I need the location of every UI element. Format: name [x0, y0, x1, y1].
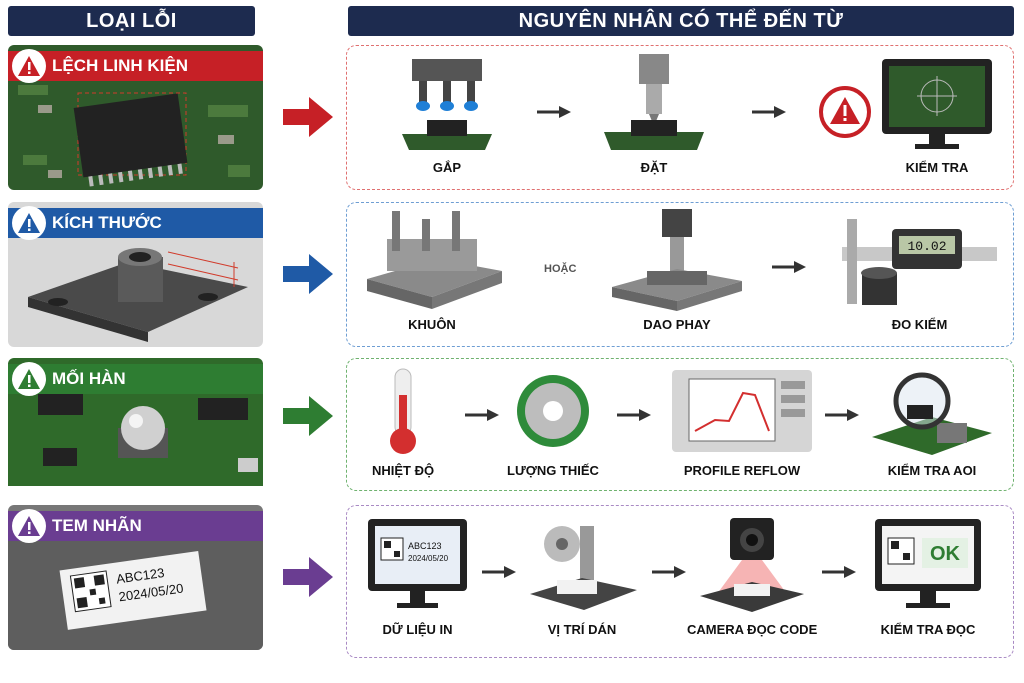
step-label: ĐO KIỂM	[891, 317, 948, 332]
step-label: KIỂM TRA ĐỌC	[880, 622, 976, 637]
step-label: PROFILE REFLOW	[683, 463, 801, 478]
step-label: KIỂM TRA	[905, 160, 969, 175]
cause-box-dimension: KHUÔN HOẶC DAO PHAY 10.02 ĐO KIỂM	[346, 202, 1014, 347]
causes-header: NGUYÊN NHÂN CÓ THỂ ĐẾN TỪ	[348, 6, 1014, 36]
defect-panel-dimension: KÍCH THƯỚC	[8, 202, 263, 347]
or-text: HOẶC	[544, 263, 577, 275]
arrow-right-icon	[482, 566, 516, 578]
step-label: NHIỆT ĐỘ	[372, 463, 435, 478]
cause-box-label: ABC123 2024/05/20 DỮ LIỆU IN VỊ TRÍ DÁN …	[346, 505, 1014, 658]
defect-panel-label: ABC123 2024/05/20 TEM NHÃN	[8, 505, 263, 650]
arrow-right-icon	[283, 97, 333, 137]
step-label-position: VỊ TRÍ DÁN	[522, 516, 642, 637]
step-label: DỮ LIỆU IN	[382, 622, 453, 637]
step-temperature: NHIỆT ĐỘ	[372, 365, 434, 478]
arrow-right-icon	[652, 566, 686, 578]
defect-type-header: LOẠI LỖI	[8, 6, 255, 36]
step-pick: GẮP	[397, 54, 497, 175]
camera-icon	[700, 518, 805, 612]
step-inspect: KIỂM TRA	[877, 54, 997, 175]
defect-name: KÍCH THƯỚC	[52, 213, 162, 232]
caliper-icon: 10.02	[842, 219, 997, 305]
arrow-right-icon	[283, 396, 333, 436]
warning-icon	[12, 509, 46, 543]
step-milling: DAO PHAY	[602, 209, 752, 332]
step-label: VỊ TRÍ DÁN	[547, 622, 617, 637]
defect-name: TEM NHÃN	[52, 516, 142, 535]
defect-name: MỐI HÀN	[52, 369, 126, 388]
warning-icon	[12, 49, 46, 83]
mold-icon	[367, 211, 502, 309]
row-solder-joint: MỐI HÀN NHIỆT ĐỘ LƯỢNG THIẾC PROFILE REF…	[0, 358, 1024, 508]
step-camera-read: CAMERA ĐỌC CODE	[687, 516, 817, 637]
defect-panel-offset: LỆCH LINH KIỆN	[8, 45, 263, 190]
step-mold: KHUÔN	[357, 209, 507, 332]
label-applicator-icon	[530, 526, 637, 610]
screen-date: 2024/05/20	[408, 554, 449, 563]
milling-cutter-icon	[612, 209, 742, 311]
step-read-check: OK KIỂM TRA ĐỌC	[872, 516, 984, 637]
arrow-right-icon	[752, 106, 786, 118]
warning-icon	[12, 206, 46, 240]
step-label: CAMERA ĐỌC CODE	[687, 622, 818, 637]
arrow-right-icon	[772, 261, 806, 273]
step-reflow-profile: PROFILE REFLOW	[667, 365, 817, 478]
defect-label-solder: MỐI HÀN	[8, 362, 263, 396]
warning-icon	[819, 86, 871, 138]
arrow-right-icon	[283, 254, 333, 294]
step-measure: 10.02 ĐO KIỂM	[837, 209, 1002, 332]
arrow-right-icon	[617, 409, 651, 421]
ok-text: OK	[930, 543, 961, 565]
label-code: ABC123	[115, 565, 165, 587]
warning-icon	[12, 362, 46, 396]
thermometer-icon	[390, 368, 417, 454]
screen-code: ABC123	[408, 541, 442, 551]
cause-box-offset: GẮP ĐẶT KIỂM TRA	[346, 45, 1014, 190]
cause-box-solder: NHIỆT ĐỘ LƯỢNG THIẾC PROFILE REFLOW KIỂM	[346, 358, 1014, 491]
monitor-icon	[882, 59, 992, 149]
arrow-right-icon	[283, 557, 333, 597]
row-component-offset: LỆCH LINH KIỆN GẮP ĐẶT	[0, 45, 1024, 195]
defect-panel-solder: MỐI HÀN	[8, 358, 263, 503]
pick-nozzle-icon	[402, 59, 492, 150]
step-label: KIỂM TRA AOI	[887, 463, 977, 478]
reflow-oven-icon	[672, 370, 812, 452]
row-label: ABC123 2024/05/20 TEM NHÃN ABC123 2024/0…	[0, 505, 1024, 658]
step-label: ĐẶT	[640, 160, 668, 175]
step-place: ĐẶT	[599, 54, 709, 175]
step-label: DAO PHAY	[643, 317, 711, 332]
solder-wire-icon	[516, 375, 589, 447]
arrow-right-icon	[465, 409, 499, 421]
step-label: GẮP	[432, 160, 462, 175]
defect-label-tag: TEM NHÃN	[8, 509, 263, 543]
monitor-icon: ABC123 2024/05/20	[368, 519, 467, 608]
defect-name: LỆCH LINH KIỆN	[52, 56, 188, 75]
monitor-icon: OK	[875, 519, 981, 608]
step-label: LƯỢNG THIẾC	[507, 463, 599, 478]
step-aoi: KIỂM TRA AOI	[867, 365, 997, 478]
arrow-right-icon	[537, 106, 571, 118]
arrow-right-icon	[822, 566, 856, 578]
defect-label-offset: LỆCH LINH KIỆN	[8, 49, 263, 83]
step-solder-amount: LƯỢNG THIẾC	[507, 365, 599, 478]
row-dimension: KÍCH THƯỚC KHUÔN HOẶC DAO PHAY	[0, 202, 1024, 352]
magnifier-icon	[872, 372, 992, 455]
step-label: KHUÔN	[408, 317, 456, 332]
caliper-readout: 10.02	[907, 239, 946, 254]
place-head-icon	[604, 54, 704, 150]
step-print-data: ABC123 2024/05/20 DỮ LIỆU IN	[365, 516, 470, 637]
defect-label-dimension: KÍCH THƯỚC	[8, 206, 263, 240]
arrow-right-icon	[825, 409, 859, 421]
